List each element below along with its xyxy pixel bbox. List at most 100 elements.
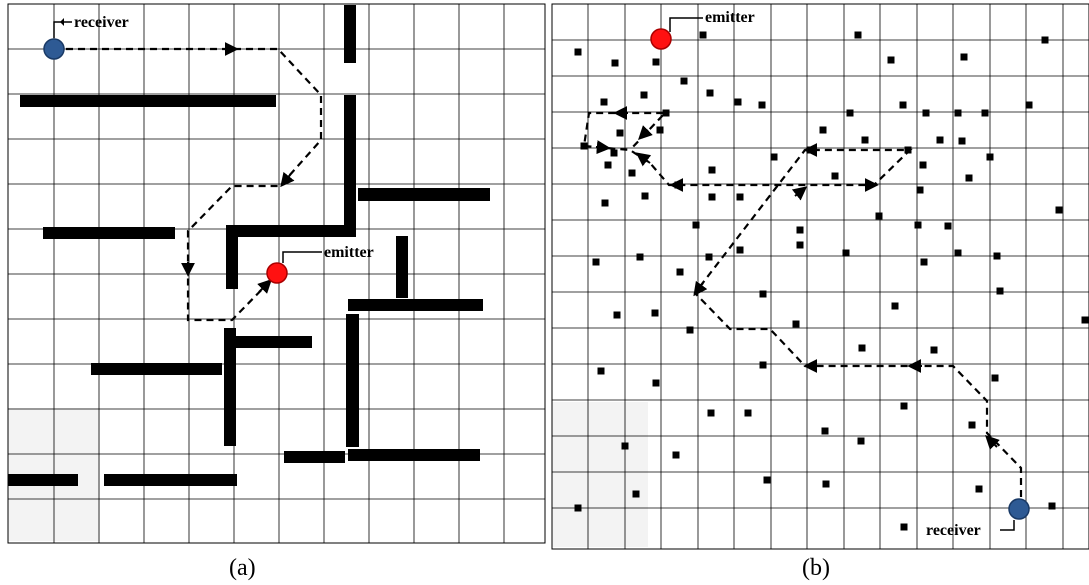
panel-b: emitter receiver (b)	[551, 3, 1089, 581]
obstacle-square	[616, 129, 624, 137]
obstacle-square	[734, 98, 742, 106]
obstacle-square	[759, 361, 767, 369]
obstacle-square	[707, 409, 715, 417]
obstacle-square	[858, 344, 866, 352]
obstacle-square	[706, 89, 714, 97]
obstacle-square	[960, 53, 968, 61]
obstacle-square	[831, 172, 839, 180]
receiver-label: receiver	[74, 14, 129, 31]
path-arrow	[635, 152, 652, 167]
obstacle-square	[792, 320, 800, 328]
emitter-marker	[650, 28, 672, 50]
callout-arrowhead	[60, 18, 64, 26]
obstacle-square	[736, 193, 744, 201]
obstacle-square	[600, 98, 608, 106]
receiver-callout	[53, 21, 72, 38]
obstacle-square	[975, 485, 983, 493]
obstacle-square	[604, 161, 612, 169]
wall	[344, 95, 356, 235]
wall	[348, 449, 480, 461]
obstacle-square	[744, 409, 752, 417]
obstacle-square	[796, 226, 804, 234]
obstacle-square	[916, 186, 924, 194]
obstacle-square	[887, 56, 895, 64]
obstacle-square	[954, 109, 962, 117]
obstacle-square	[656, 126, 664, 134]
receiver-callout	[1000, 520, 1015, 531]
wall	[344, 5, 356, 63]
obstacle-square	[914, 221, 922, 229]
grid-border	[551, 3, 1089, 550]
obstacle-square	[621, 442, 629, 450]
obstacle-square	[821, 427, 829, 435]
obstacle-square	[930, 346, 938, 354]
obstacle-square	[708, 193, 716, 201]
obstacle-square	[936, 136, 944, 144]
obstacle-square	[991, 374, 999, 382]
path-arrow	[985, 435, 1000, 450]
emitter-label: emitter	[324, 244, 374, 261]
obstacle-square	[846, 109, 854, 117]
obstacle-square	[922, 109, 930, 117]
obstacle-square	[981, 109, 989, 117]
path-arrow	[638, 125, 653, 140]
obstacle-square	[875, 212, 883, 220]
obstacle-square	[993, 252, 1001, 260]
grid-border	[7, 3, 546, 544]
wall	[396, 236, 408, 298]
wall	[104, 474, 237, 486]
obstacle-square	[986, 153, 994, 161]
wall	[224, 328, 236, 446]
obstacle-square	[611, 59, 619, 67]
obstacle-square	[920, 258, 928, 266]
wall	[226, 225, 238, 289]
wall	[8, 474, 78, 486]
obstacle-square	[640, 91, 648, 99]
emitter-label: emitter	[705, 9, 755, 26]
obstacle-square	[686, 326, 694, 334]
obstacle-square	[580, 142, 588, 150]
obstacle-square	[680, 77, 688, 85]
obstacle-square	[676, 268, 684, 276]
obstacle-square	[1048, 502, 1056, 510]
obstacle-square	[1055, 206, 1063, 214]
obstacle-square	[861, 136, 869, 144]
emitter-marker	[266, 262, 288, 284]
receiver-marker	[43, 38, 65, 60]
wall	[91, 363, 222, 375]
obstacle-square	[899, 101, 907, 109]
obstacle-square	[842, 249, 850, 257]
panel-b-shade	[552, 402, 648, 547]
path-arrow	[693, 280, 708, 297]
path-arrow	[280, 171, 295, 188]
panel-a-caption: (a)	[229, 555, 256, 581]
path-arrow	[595, 140, 611, 155]
panel-b-caption: (b)	[802, 555, 830, 581]
wall	[348, 299, 483, 311]
obstacle-square	[1025, 101, 1033, 109]
obstacle-square	[996, 287, 1004, 295]
obstacle-square	[919, 161, 927, 169]
obstacle-square	[900, 402, 908, 410]
obstacle-square	[705, 253, 713, 261]
wall	[358, 188, 490, 201]
obstacle-square	[692, 221, 700, 229]
receiver-label: receiver	[926, 522, 981, 539]
wall	[228, 225, 356, 237]
obstacle-square	[592, 258, 600, 266]
obstacle-square	[708, 166, 716, 174]
obstacle-square	[672, 451, 680, 459]
obstacle-square	[628, 169, 636, 177]
receiver-marker	[1008, 498, 1030, 520]
obstacle-square	[1081, 316, 1089, 324]
obstacle-square	[796, 241, 804, 249]
obstacle-square	[822, 480, 830, 488]
obstacle-square	[574, 48, 582, 56]
obstacle-square	[597, 367, 605, 375]
wall	[43, 227, 175, 239]
obstacle-square	[958, 137, 966, 145]
obstacle-square	[662, 109, 670, 117]
wall	[20, 95, 276, 107]
obstacle-square	[651, 309, 659, 317]
